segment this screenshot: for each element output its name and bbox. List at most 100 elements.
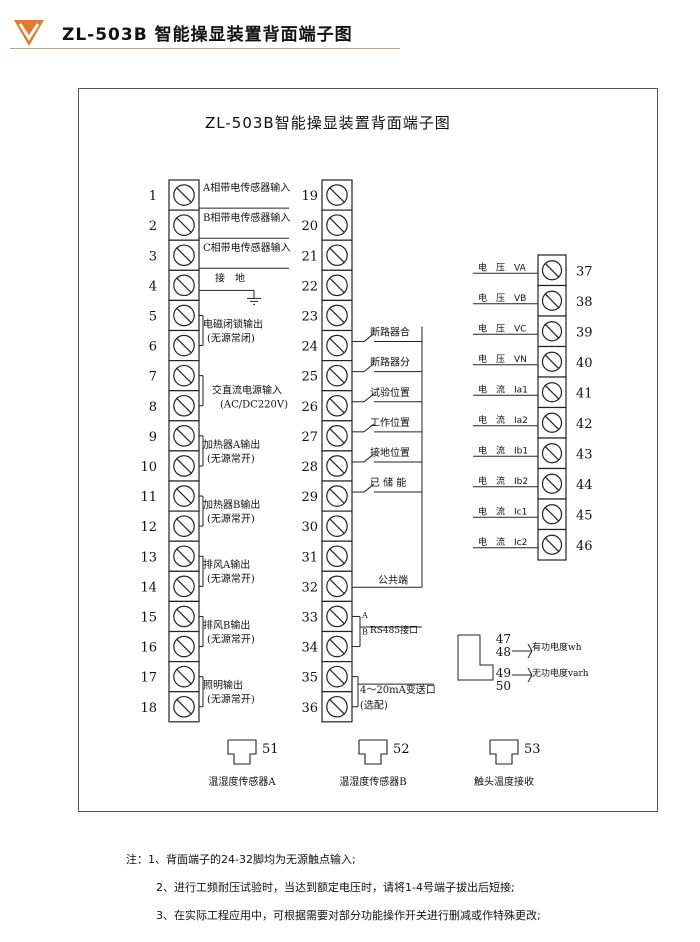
right-prefix-label: 电 流	[478, 505, 505, 517]
right-terminal-number: 39	[576, 325, 593, 340]
switch-blade	[363, 363, 375, 373]
left-terminal-17-slot	[175, 668, 193, 685]
switch-label: 接地位置	[370, 446, 410, 459]
left-terminal-13-screw-icon	[173, 545, 195, 568]
sensor-number: 51	[262, 742, 279, 757]
right-terminal-42-slot	[544, 415, 560, 431]
left-terminal-label: 照明输出	[203, 679, 243, 692]
left-terminal-12-screw-icon	[173, 515, 195, 537]
mid-terminal-33-screw-icon	[326, 605, 348, 628]
sensor-connector-icon	[358, 739, 388, 765]
switch-blade	[363, 453, 375, 463]
right-code-label: Ib2	[514, 477, 528, 487]
pulse-lead	[527, 674, 533, 683]
switch-label: 已 储 能	[370, 476, 406, 489]
right-code-label: VN	[514, 355, 527, 365]
pulse-number: 47	[496, 632, 511, 646]
left-terminal-number: 6	[149, 340, 157, 355]
mid-terminal-number: 29	[301, 490, 318, 505]
left-terminal-number: 1	[149, 189, 157, 204]
mid-terminal-number: 26	[301, 400, 318, 415]
left-terminal-label: 排风A输出	[203, 558, 250, 571]
left-terminal-label: (无源常开)	[207, 632, 255, 645]
pulse-connector-icon	[457, 634, 494, 681]
mid-terminal-36-slot	[328, 698, 346, 715]
left-terminal-18-slot	[175, 698, 193, 715]
mid-terminal-24-slot	[328, 337, 346, 354]
left-terminal-1-screw-icon	[173, 184, 195, 206]
diagram-title: ZL-503B智能操显装置背面端子图	[205, 114, 451, 132]
mid-terminal-19-screw-icon	[326, 184, 348, 206]
left-terminal-label: 加热器A输出	[203, 438, 260, 451]
left-terminal-16-slot	[175, 638, 193, 655]
left-terminal-4-slot	[175, 277, 193, 294]
left-terminal-label: (无源常开)	[207, 512, 255, 525]
left-terminal-18-screw-icon	[173, 695, 195, 718]
sensor-label: 触头温度接收	[474, 775, 534, 788]
right-terminal-number: 37	[576, 264, 593, 279]
right-terminal-41-screw-icon	[541, 382, 563, 403]
mid-terminal-30-screw-icon	[326, 515, 348, 537]
right-prefix-label: 电 压	[478, 292, 505, 304]
right-terminal-39-screw-icon	[541, 321, 563, 342]
left-terminal-label: (AC/DC220V)	[220, 400, 288, 411]
pulse-number: 48	[496, 645, 511, 659]
mid-terminal-36-screw-icon	[326, 695, 348, 718]
mid-terminal-21-slot	[328, 247, 346, 264]
mid-terminal-number: 28	[301, 460, 318, 475]
right-terminal-45-slot	[544, 506, 560, 522]
sensor-number: 52	[393, 742, 410, 757]
left-terminal-number: 15	[140, 610, 157, 625]
right-terminal-44-screw-icon	[541, 473, 563, 494]
left-terminal-8-slot	[175, 397, 193, 414]
rs485-label: RS485接口	[370, 624, 418, 636]
right-prefix-label: 电 压	[478, 261, 505, 273]
left-terminal-label: 电磁闭锁输出	[203, 317, 263, 330]
right-prefix-label: 电 流	[478, 383, 505, 395]
right-terminal-38-slot	[544, 293, 560, 309]
switch-blade	[363, 423, 375, 433]
note-1: 注：1、背面端子的24-32脚均为无源触点输入;	[126, 853, 356, 866]
right-prefix-label: 电 压	[478, 353, 505, 365]
left-terminal-number: 7	[149, 370, 157, 385]
left-terminal-number: 8	[149, 400, 157, 415]
mid-terminal-31-screw-icon	[326, 545, 348, 568]
mid-terminal-27-screw-icon	[326, 425, 348, 447]
switch-label: 断路器合	[370, 326, 410, 339]
right-code-label: Ib1	[514, 446, 528, 456]
pulse-lead	[527, 650, 533, 659]
mid-terminal-number: 22	[301, 279, 318, 294]
pulse-number: 49	[496, 666, 511, 680]
pulse-varh-label: 无功电度varh	[532, 667, 589, 679]
mid-terminal-35-screw-icon	[326, 665, 348, 688]
mid-terminal-23-slot	[328, 307, 346, 324]
mid-terminal-21-screw-icon	[326, 244, 348, 267]
right-terminal-number: 38	[576, 295, 593, 310]
sensor-label: 温湿度传感器A	[208, 775, 276, 788]
left-terminal-number: 13	[140, 550, 157, 565]
brand-logo-icon	[14, 20, 44, 46]
left-terminal-number: 5	[149, 309, 157, 324]
left-terminal-label: (无源常开)	[207, 452, 255, 465]
left-terminal-2-slot	[175, 217, 193, 234]
right-code-label: Ia1	[514, 385, 528, 395]
left-terminal-label: C相带电传感器输入	[203, 241, 291, 254]
right-terminal-46-slot	[544, 537, 560, 553]
mid-terminal-number: 21	[301, 249, 318, 264]
right-terminal-43-slot	[544, 445, 560, 461]
right-terminal-44-slot	[544, 476, 560, 492]
right-prefix-label: 电 流	[478, 475, 505, 487]
mid-terminal-29-slot	[328, 487, 346, 505]
left-terminal-label: 排风B输出	[203, 618, 250, 631]
left-terminal-15-screw-icon	[173, 605, 195, 628]
pulse-wh-label: 有功电度wh	[532, 641, 582, 653]
mid-terminal-number: 32	[301, 580, 318, 595]
switch-label: 试验位置	[370, 386, 410, 399]
left-terminal-10-slot	[175, 457, 193, 475]
left-terminal-label: 加热器B输出	[203, 498, 260, 511]
mid-terminal-31-slot	[328, 548, 346, 565]
mid-terminal-33-slot	[328, 608, 346, 625]
sensor-label: 温湿度传感器B	[339, 775, 406, 788]
mid-terminal-23-screw-icon	[326, 304, 348, 327]
mid-terminal-34-screw-icon	[326, 635, 348, 658]
